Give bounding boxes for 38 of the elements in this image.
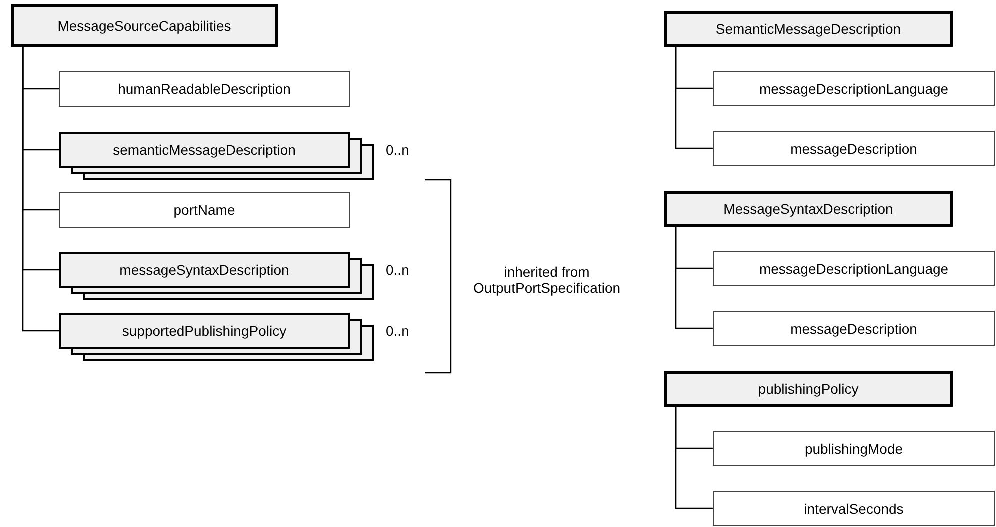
class-box [664, 191, 953, 227]
box-label: semanticMessageDescription [113, 143, 296, 157]
box-label: messageSyntaxDescription [120, 263, 290, 277]
class-box [664, 371, 953, 407]
box-label: portName [174, 203, 236, 217]
attribute-box [713, 71, 995, 106]
box-label: humanReadableDescription [118, 82, 291, 96]
multiplicity-label: 0..n [386, 324, 410, 338]
attribute-box [713, 431, 995, 466]
attribute-box [713, 251, 995, 286]
box-label: publishingPolicy [758, 382, 859, 396]
multiplicity-label: 0..n [386, 143, 410, 157]
tree-connector [675, 47, 713, 150]
box-label: SemanticMessageDescription [716, 22, 902, 36]
bracket-note: inherited from OutputPortSpecification [472, 264, 622, 296]
box-label: MessageSyntaxDescription [724, 202, 894, 216]
stacked-box [59, 313, 375, 362]
attribute-box [713, 491, 995, 526]
box-label: publishingMode [804, 442, 904, 456]
box-label: messageDescriptionLanguage [759, 82, 949, 96]
stacked-box [59, 132, 375, 181]
box-label: intervalSeconds [804, 502, 904, 516]
attribute-box [59, 192, 350, 228]
box-label: MessageSourceCapabilities [58, 18, 232, 32]
attribute-box [713, 311, 995, 346]
attribute-box [59, 71, 350, 107]
tree-connector [22, 47, 59, 332]
tree-connector [675, 407, 713, 510]
stacked-box [59, 252, 375, 301]
tree-connector [675, 227, 713, 330]
box-label: messageDescriptionLanguage [759, 262, 949, 276]
box-label: messageDescription [790, 142, 918, 156]
class-box [11, 4, 278, 47]
attribute-box [713, 131, 995, 166]
box-label: supportedPublishingPolicy [122, 324, 287, 338]
box-label: messageDescription [790, 322, 918, 336]
class-box [664, 11, 953, 47]
multiplicity-label: 0..n [386, 263, 410, 277]
